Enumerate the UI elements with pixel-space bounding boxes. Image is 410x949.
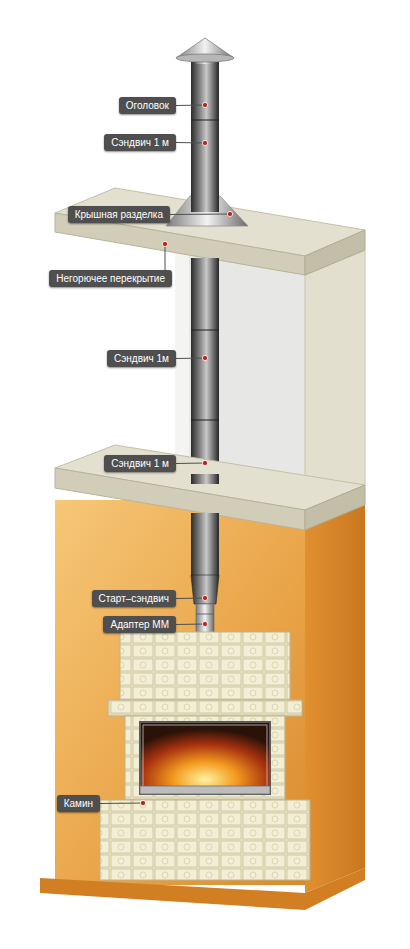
callout-text: Сэндвич 1 м xyxy=(111,136,169,149)
callout-text: Сэндвич 1м xyxy=(114,352,169,365)
callout-text: Адаптер ММ xyxy=(110,618,169,631)
leader-dot xyxy=(202,460,207,465)
leader-dot xyxy=(202,102,207,107)
firebox-glass xyxy=(143,725,267,791)
leader-dot xyxy=(140,800,145,805)
callout-box: Старт–сэндвич xyxy=(92,590,176,607)
firebox-sill xyxy=(140,786,270,794)
leader-dot xyxy=(202,621,207,626)
leader-line xyxy=(176,142,205,144)
callout-box: Камин xyxy=(57,795,100,812)
pipe-joint xyxy=(191,330,219,331)
pipe-joint xyxy=(191,120,219,121)
leader-line xyxy=(176,105,205,107)
floor-slab-side xyxy=(305,485,365,530)
roof-slab-side xyxy=(305,230,365,275)
leader-line xyxy=(100,803,143,805)
callout-box: Крышная разделка xyxy=(68,206,170,223)
fireplace-shelf xyxy=(108,700,302,716)
leader-line xyxy=(176,358,205,360)
callout-box: Негорючее перекрытие xyxy=(49,270,172,287)
leader-line xyxy=(176,598,205,600)
cap-rim xyxy=(176,54,234,62)
start-sandwich xyxy=(191,575,219,604)
back-wall xyxy=(175,250,305,480)
room-side-wall xyxy=(305,495,365,893)
callout-text: Камин xyxy=(64,797,93,810)
leader-dot xyxy=(202,140,207,145)
firebox xyxy=(140,722,270,794)
callout-box: Сэндвич 1 м xyxy=(104,134,176,151)
fireplace-body xyxy=(125,716,285,800)
fireplace-base xyxy=(100,800,310,880)
callout-box: Оголовок xyxy=(119,97,176,114)
callout-box: Адаптер ММ xyxy=(103,616,176,633)
callout-text: Оголовок xyxy=(126,99,169,112)
leader-line xyxy=(176,463,205,465)
fireplace-hood xyxy=(120,632,290,700)
pipe xyxy=(191,474,219,484)
leader-dot xyxy=(202,355,207,360)
adapter xyxy=(196,604,214,634)
adapter-ring xyxy=(196,614,214,615)
pipe xyxy=(191,258,219,480)
callout-text: Старт–сэндвич xyxy=(99,592,169,605)
callout-text: Сэндвич 1 м xyxy=(111,457,169,470)
pipe-joint xyxy=(191,420,219,421)
floor-slab-front xyxy=(55,468,305,530)
callout-text: Негорючее перекрытие xyxy=(56,272,165,285)
back-wall-edge xyxy=(175,250,189,480)
pipe xyxy=(191,513,219,575)
leader-dot xyxy=(202,595,207,600)
leader-dot xyxy=(162,241,167,246)
callout-box: Сэндвич 1м xyxy=(107,350,176,367)
callout-text: Крышная разделка xyxy=(75,208,163,221)
leader-line xyxy=(170,214,230,216)
side-wall xyxy=(305,250,365,510)
leader-line xyxy=(176,624,205,626)
pipe xyxy=(191,62,219,212)
leader-line xyxy=(165,244,166,270)
leader-dot xyxy=(227,211,232,216)
callout-box: Сэндвич 1 м xyxy=(104,455,176,472)
